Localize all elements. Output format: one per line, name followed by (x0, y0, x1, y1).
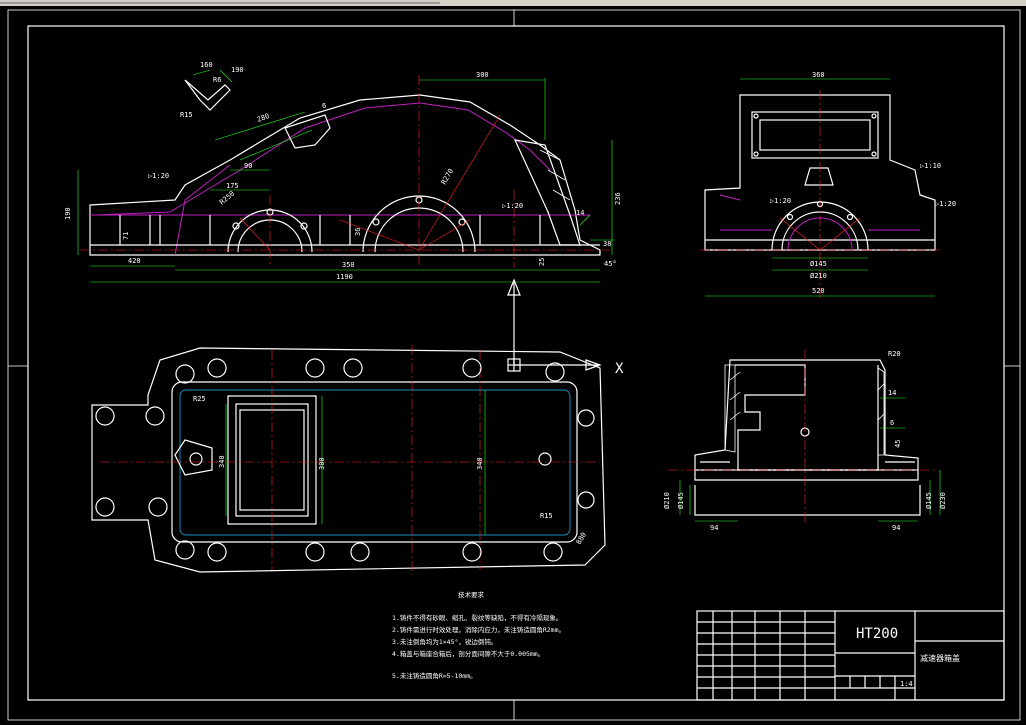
part-name: 减速器箱盖 (920, 653, 960, 663)
svg-text:X: X (615, 361, 624, 377)
svg-text:94: 94 (892, 524, 900, 532)
svg-text:175: 175 (226, 182, 239, 190)
note-line-5: 5.未注铸造圆角R=5-10mm。 (392, 671, 477, 680)
svg-text:R15: R15 (180, 111, 193, 119)
svg-text:160: 160 (200, 61, 213, 69)
svg-text:R15: R15 (540, 512, 553, 520)
svg-text:520: 520 (812, 287, 825, 295)
svg-text:14: 14 (888, 389, 896, 397)
svg-text:94: 94 (710, 524, 718, 532)
svg-text:6: 6 (890, 419, 894, 427)
notes-heading: 技术要求 (458, 590, 485, 599)
note-line-3: 3.未注倒角均为1×45°，锐边倒钝。 (392, 637, 497, 646)
svg-text:420: 420 (128, 257, 141, 265)
svg-text:6: 6 (322, 102, 326, 110)
front-view (77, 69, 615, 283)
svg-text:360: 360 (812, 71, 825, 79)
note-line-1: 1.铸件不得有砂眼、缩孔、裂纹等缺陷，不得有冷隔现象。 (392, 613, 562, 622)
svg-text:Ø210: Ø210 (810, 272, 827, 280)
svg-text:14: 14 (576, 209, 584, 217)
svg-text:36: 36 (354, 228, 362, 236)
svg-text:71: 71 (122, 232, 130, 240)
svg-text:Ø145: Ø145 (677, 492, 685, 509)
svg-text:90: 90 (244, 162, 252, 170)
plan-view-dims: R25 340 300 340 R15 880 X (193, 361, 624, 546)
svg-text:R250: R250 (218, 190, 236, 207)
svg-text:▷1:20: ▷1:20 (770, 197, 791, 205)
svg-text:▷1:20: ▷1:20 (502, 202, 523, 210)
svg-text:236: 236 (614, 192, 622, 205)
svg-text:280: 280 (256, 112, 271, 124)
svg-text:190: 190 (231, 66, 244, 74)
svg-text:R270: R270 (440, 167, 455, 186)
window-title-strip (0, 0, 1026, 6)
svg-text:▷1:20: ▷1:20 (935, 200, 956, 208)
section-view (668, 350, 941, 525)
front-view-dims: 160 R6 190 R15 280 6 300 90 175 190 R270… (64, 61, 622, 281)
svg-text:340: 340 (218, 455, 226, 468)
svg-text:▷1:10: ▷1:10 (920, 162, 941, 170)
material-label: HT200 (856, 626, 898, 642)
svg-text:45: 45 (894, 440, 902, 448)
sheet-inner-border (27, 25, 1005, 701)
side-view-dims: 360 ▷1:10 ▷1:20 ▷1:20 Ø145 Ø210 520 (770, 71, 956, 295)
note-line-2: 2.铸件需进行时效处理，消除内应力，未注铸造圆角R2mm。 (392, 625, 565, 634)
note-line-4: 4.箱盖与箱座合箱后，剖分面间隙不大于0.005mm。 (392, 649, 544, 658)
svg-text:Ø230: Ø230 (939, 492, 947, 509)
svg-text:340: 340 (476, 457, 484, 470)
svg-text:25: 25 (538, 258, 546, 266)
side-view (700, 78, 940, 300)
title-block: HT200 减速器箱盖 1:4 (696, 610, 1005, 701)
svg-text:38: 38 (603, 240, 611, 248)
svg-text:1190: 1190 (336, 273, 353, 281)
svg-text:R20: R20 (888, 350, 901, 358)
svg-text:350: 350 (342, 261, 355, 269)
svg-text:300: 300 (318, 457, 326, 470)
svg-text:Ø145: Ø145 (810, 260, 827, 268)
plan-view (91, 278, 606, 575)
scale-label: 1:4 (900, 680, 913, 688)
svg-text:R6: R6 (213, 76, 221, 84)
technical-requirements: 技术要求 1.铸件不得有砂眼、缩孔、裂纹等缺陷，不得有冷隔现象。 2.铸件需进行… (392, 590, 565, 680)
svg-text:Ø145: Ø145 (925, 492, 933, 509)
svg-text:300: 300 (476, 71, 489, 79)
svg-text:▷1:20: ▷1:20 (148, 172, 169, 180)
svg-text:45°: 45° (604, 260, 617, 268)
svg-text:190: 190 (64, 207, 72, 220)
svg-text:Ø210: Ø210 (663, 492, 671, 509)
svg-text:R25: R25 (193, 395, 206, 403)
section-view-dims: R20 14 6 45 Ø210 Ø145 94 94 Ø145 Ø230 (663, 350, 947, 532)
